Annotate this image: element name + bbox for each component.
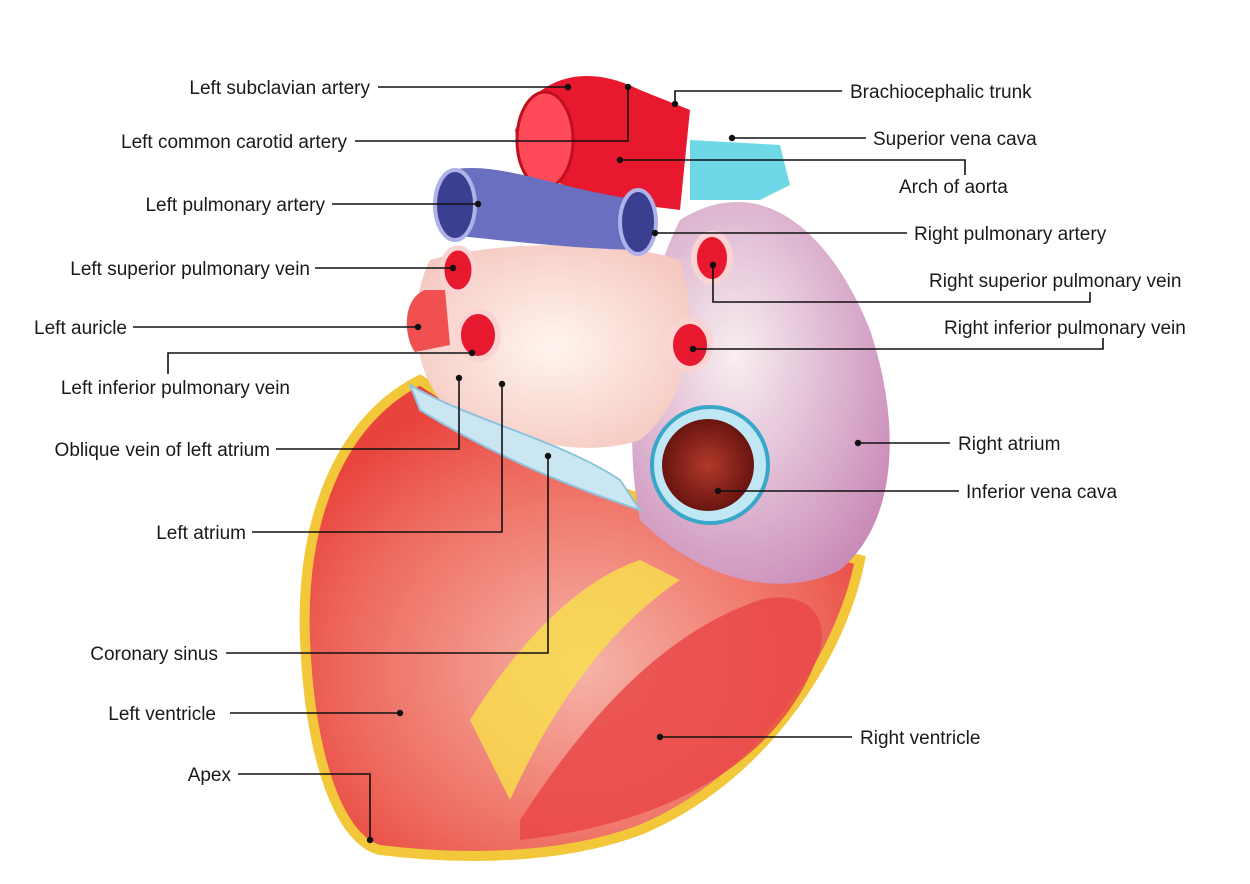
label-oblique-vein-of-left-atrium: Oblique vein of left atrium — [55, 440, 270, 461]
label-right-superior-pulmonary-vein: Right superior pulmonary vein — [929, 271, 1181, 292]
right-inf-pv — [667, 318, 713, 372]
label-arch-of-aorta: Arch of aorta — [899, 177, 1008, 198]
label-apex: Apex — [188, 765, 232, 786]
coronary-sinus-shape — [407, 382, 643, 512]
label-brachiocephalic-trunk: Brachiocephalic trunk — [850, 82, 1032, 103]
right-pulm-artery-lumen — [618, 188, 658, 256]
label-left-auricle: Left auricle — [34, 318, 127, 339]
left-inf-pv — [455, 308, 501, 362]
label-right-inferior-pulmonary-vein: Right inferior pulmonary vein — [944, 318, 1186, 339]
label-coronary-sinus: Coronary sinus — [90, 644, 218, 665]
left-sup-pv — [439, 245, 477, 295]
label-left-common-carotid-artery: Left common carotid artery — [121, 132, 347, 153]
label-left-ventricle: Left ventricle — [108, 704, 216, 725]
interventricular-fat — [470, 560, 680, 800]
right-sup-pv — [691, 231, 733, 285]
aorta-lumen — [515, 90, 575, 190]
label-left-inferior-pulmonary-vein: Left inferior pulmonary vein — [61, 378, 290, 399]
pulmonary-artery-shape — [450, 167, 650, 250]
left-atrium-shape — [416, 245, 690, 448]
label-inferior-vena-cava: Inferior vena cava — [966, 482, 1117, 503]
left-pulm-artery-lumen — [433, 168, 477, 242]
label-right-ventricle: Right ventricle — [860, 728, 980, 749]
label-left-superior-pulmonary-vein: Left superior pulmonary vein — [70, 259, 310, 280]
ivc-lumen — [662, 419, 754, 511]
label-left-atrium: Left atrium — [156, 523, 246, 544]
left-auricle-shape — [406, 290, 450, 352]
label-right-pulmonary-artery: Right pulmonary artery — [914, 224, 1107, 245]
label-right-atrium: Right atrium — [958, 434, 1060, 455]
label-left-pulmonary-artery: Left pulmonary artery — [145, 195, 325, 216]
label-superior-vena-cava: Superior vena cava — [873, 129, 1037, 150]
svc-shape — [690, 140, 790, 200]
leader-lines — [133, 83, 1104, 844]
right-ventricle-shape — [520, 597, 822, 840]
label-left-subclavian-artery: Left subclavian artery — [189, 78, 370, 99]
